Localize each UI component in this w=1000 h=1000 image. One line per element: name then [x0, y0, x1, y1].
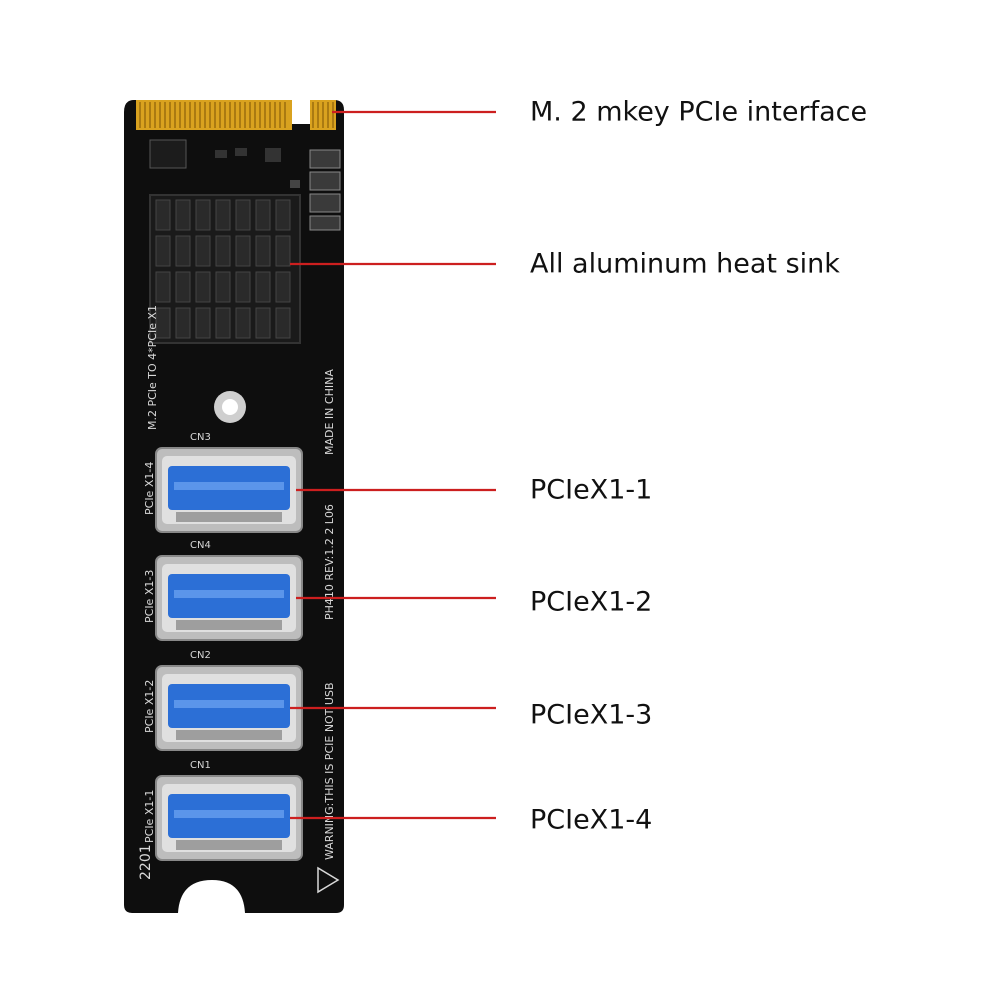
callout-heat-sink: All aluminum heat sink — [530, 248, 840, 280]
aluminum-heat-sink — [149, 194, 301, 344]
model-silkscreen: PH410 REV:1.2 2 L06 — [323, 504, 336, 620]
connector-label-1: CN3 — [190, 432, 211, 443]
warning-silkscreen: WARNING:THIS IS PCIE NOT USB — [323, 683, 336, 861]
usb-port-4 — [155, 775, 303, 861]
connector-label-4: CN1 — [190, 760, 211, 771]
connector-label-3: CN2 — [190, 650, 211, 661]
connector-label-2: CN4 — [190, 540, 211, 551]
m2-edge-contacts — [136, 100, 336, 130]
smd-components — [149, 139, 341, 231]
port-label-2: PCIe X1-3 — [143, 570, 156, 623]
usb-port-group — [155, 447, 303, 861]
callout-m2-interface: M. 2 mkey PCIe interface — [530, 96, 868, 128]
callout-port-4: PCIeX1-4 — [530, 804, 653, 836]
mounting-hole — [214, 391, 246, 423]
port-label-3: PCIe X1-2 — [143, 680, 156, 733]
board-title-silkscreen: M.2 PCIe TO 4*PCIe X1 — [146, 305, 159, 430]
callout-port-3: PCIeX1-3 — [530, 699, 653, 731]
usb-port-3 — [155, 665, 303, 751]
warning-triangle-icon — [317, 866, 340, 894]
usb-port-2 — [155, 555, 303, 641]
usb-port-1 — [155, 447, 303, 533]
port-label-1: PCIe X1-4 — [143, 462, 156, 515]
date-code-silkscreen: 2201 — [138, 844, 154, 880]
made-in-silkscreen: MADE IN CHINA — [323, 369, 336, 455]
callout-port-2: PCIeX1-2 — [530, 586, 653, 618]
callout-port-1: PCIeX1-1 — [530, 474, 653, 506]
port-label-4: PCIe X1-1 — [143, 790, 156, 843]
